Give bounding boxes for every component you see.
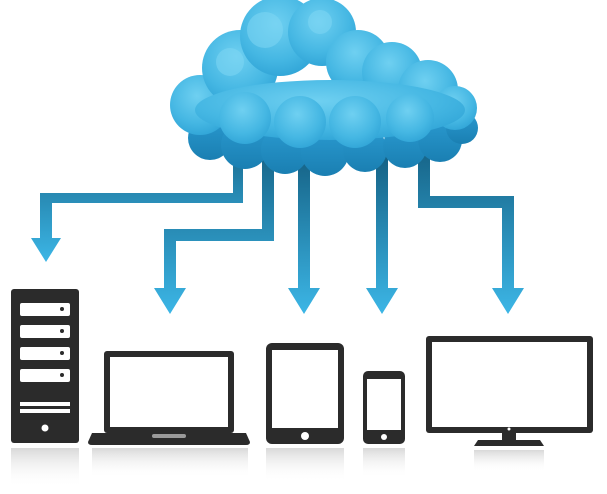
device-reflections — [11, 448, 544, 488]
monitor-icon — [426, 336, 593, 446]
arrow-to-monitor — [418, 140, 524, 314]
cloud-icon — [170, 0, 478, 176]
server-tower-icon — [11, 289, 79, 443]
smartphone-icon — [363, 371, 405, 444]
arrow-to-server — [31, 130, 243, 262]
arrow-to-tablet — [288, 150, 320, 314]
arrow-to-phone — [366, 152, 398, 314]
tablet-icon — [266, 343, 344, 444]
laptop-icon — [88, 351, 250, 445]
